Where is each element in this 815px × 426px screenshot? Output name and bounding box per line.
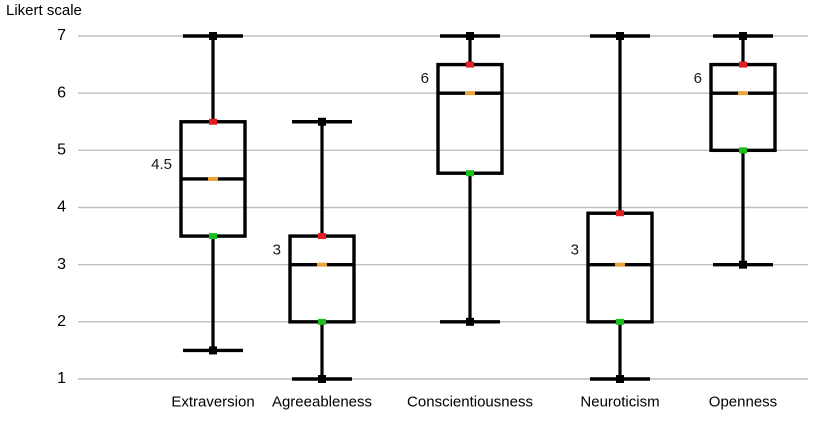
box-plot-openness: 6 bbox=[694, 32, 777, 269]
median-value-label: 6 bbox=[694, 70, 702, 87]
median-value-label: 6 bbox=[421, 70, 429, 87]
y-axis-tick-label: 2 bbox=[57, 313, 66, 330]
x-axis-ticks: Extraversion Agreeableness Conscientiousne… bbox=[171, 393, 777, 410]
box-plot-extraversion: 4.5 bbox=[151, 32, 247, 355]
box-series: 4.5 3 6 3 6 bbox=[151, 32, 777, 383]
y-axis-ticks: 1 2 3 4 5 6 7 bbox=[57, 27, 66, 387]
x-axis-tick-label: Extraversion bbox=[171, 393, 254, 410]
box-plot-agreeableness: 3 bbox=[273, 117, 356, 383]
box-plot-conscientiousness: 6 bbox=[421, 32, 504, 326]
y-axis-tick-label: 3 bbox=[57, 256, 66, 273]
y-axis-tick-label: 5 bbox=[57, 142, 66, 159]
box-plot-neuroticism: 3 bbox=[571, 32, 654, 383]
y-axis-tick-label: 4 bbox=[57, 199, 66, 216]
gridlines bbox=[78, 35, 808, 380]
y-axis-tick-label: 7 bbox=[57, 27, 66, 44]
median-value-label: 3 bbox=[571, 242, 579, 259]
y-axis-title: Likert scale bbox=[6, 2, 82, 19]
y-axis-tick-label: 6 bbox=[57, 84, 66, 101]
x-axis-tick-label: Agreeableness bbox=[272, 393, 372, 410]
x-axis-tick-label: Openness bbox=[709, 393, 777, 410]
median-value-label: 4.5 bbox=[151, 156, 172, 173]
x-axis-tick-label: Conscientiousness bbox=[407, 393, 533, 410]
median-value-label: 3 bbox=[273, 242, 281, 259]
x-axis-tick-label: Neuroticism bbox=[580, 393, 659, 410]
y-axis-tick-label: 1 bbox=[57, 370, 66, 387]
